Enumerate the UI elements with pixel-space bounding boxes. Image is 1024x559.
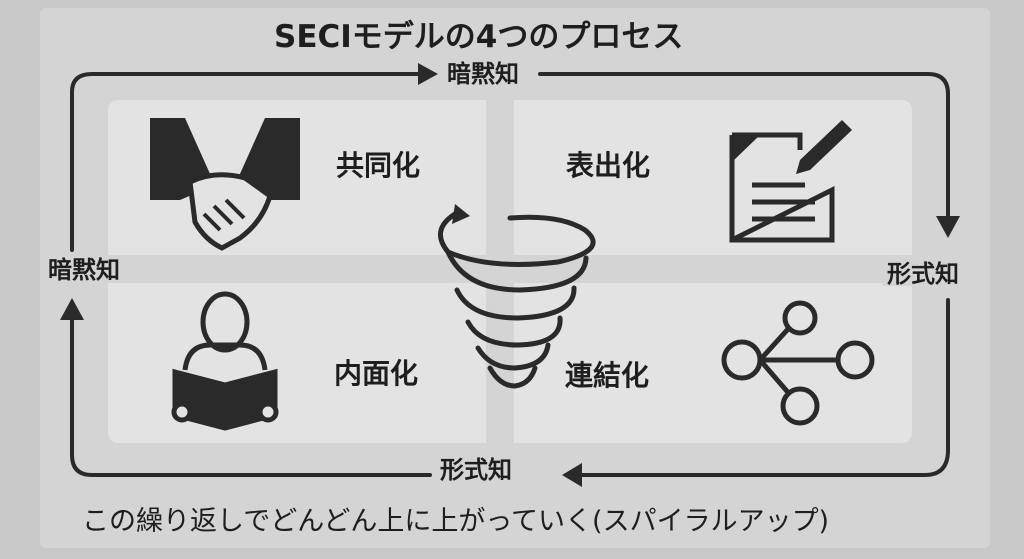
arrow-bottom [70,316,432,477]
phase-externalization: 表出化 [566,149,651,182]
caption: この繰り返しでどんどん上に上がっていく(スパイラルアップ) [82,506,830,537]
phase-combination: 連結化 [565,359,650,392]
arrowhead-right [936,216,960,238]
arrow-top [70,72,950,252]
arrow-right [578,298,950,477]
cycle-arrows [70,72,950,477]
arrowheads [60,63,960,487]
edge-label-right: 形式知 [883,262,963,286]
network-nodes-icon [721,300,875,426]
phase-internalization: 内面化 [334,357,419,390]
diagram-title: SECIモデルの4つのプロセス [274,19,684,55]
arrowhead-top [418,63,438,85]
arrowhead-left [60,298,84,320]
quadrant-internalization [108,283,486,443]
arrowhead-bottom [562,463,582,487]
edge-label-left: 暗黙知 [44,258,124,282]
edge-label-bottom: 形式知 [436,458,516,482]
edge-label-top: 暗黙知 [443,62,523,86]
reader-icon [171,291,279,431]
spiral-icon [438,204,596,389]
handshake-icon [150,118,300,251]
document-pen-icon [729,120,852,243]
phase-socialization: 共同化 [336,149,421,182]
